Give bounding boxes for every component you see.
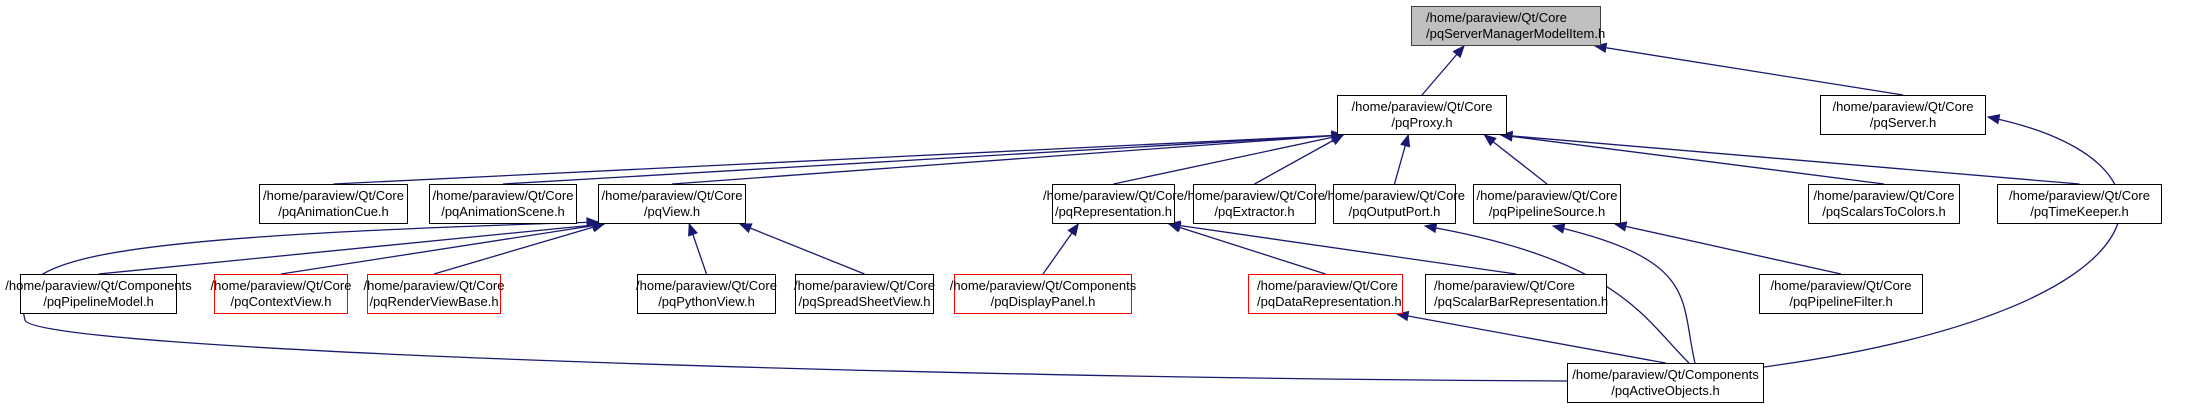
edge-activeobj-to-datarepr xyxy=(1396,313,1666,364)
node-dir: /home/paraview/Qt/Core xyxy=(1426,10,1567,25)
node-file: /pqScalarBarRepresentation.h xyxy=(1434,294,1609,309)
node-pqView[interactable]: /home/paraview/Qt/Core /pqView.h xyxy=(598,184,746,224)
node-file: /pqProxy.h xyxy=(1391,115,1453,130)
edge-sbrepr-to-repr xyxy=(1168,223,1517,275)
node-file: /pqAnimationCue.h xyxy=(278,204,389,219)
node-file: /pqPipelineModel.h xyxy=(43,294,154,309)
arrowhead-icon xyxy=(688,222,698,237)
node-pqActiveObjects[interactable]: /home/paraview/Qt/Components /pqActiveOb… xyxy=(1567,363,1764,403)
node-dir: /home/paraview/Qt/Components xyxy=(949,278,1137,293)
node-pqProxy[interactable]: /home/paraview/Qt/Core /pqProxy.h xyxy=(1337,95,1507,135)
node-file: /pqScalarsToColors.h xyxy=(1822,204,1946,219)
node-file: /pqRenderViewBase.h xyxy=(369,294,499,309)
arrowhead-icon xyxy=(1551,223,1566,234)
node-pqPipelineSource[interactable]: /home/paraview/Qt/Core /pqPipelineSource… xyxy=(1473,184,1621,224)
edge-view-to-proxy xyxy=(671,134,1344,185)
node-dir: /home/paraview/Qt/Core xyxy=(1043,188,1184,203)
node-file: /pqView.h xyxy=(643,204,701,219)
node-pqAnimationScene[interactable]: /home/paraview/Qt/Core /pqAnimationScene… xyxy=(429,184,577,224)
node-file: /pqServerManagerModelItem.h xyxy=(1426,26,1606,41)
arrowhead-icon xyxy=(1423,222,1438,234)
node-file: /pqPipelineFilter.h xyxy=(1789,294,1893,309)
node-dir: /home/paraview/Qt/Core xyxy=(1476,188,1618,203)
edge-s2c-to-proxy xyxy=(1500,134,1885,185)
node-file: /pqExtractor.h xyxy=(1214,204,1295,219)
node-dir: /home/paraview/Qt/Core xyxy=(1257,278,1398,293)
node-file: /pqActiveObjects.h xyxy=(1611,383,1720,398)
node-pqRenderViewBase[interactable]: /home/paraview/Qt/Core /pqRenderViewBase… xyxy=(364,274,504,314)
node-pqPipelineModel[interactable]: /home/paraview/Qt/Components /pqPipeline… xyxy=(5,274,192,314)
edge-ssview-to-view xyxy=(739,223,865,275)
arrowhead-icon xyxy=(1400,133,1411,148)
node-file: /pqRepresentation.h xyxy=(1054,204,1173,219)
node-pqSpreadSheetView[interactable]: /home/paraview/Qt/Core /pqSpreadSheetVie… xyxy=(794,274,935,314)
node-dir: /home/paraview/Qt/Core xyxy=(794,278,935,293)
node-dir: /home/paraview/Qt/Core xyxy=(1770,278,1912,293)
edge-timekeeper-to-proxy xyxy=(1500,134,2080,185)
node-dir: /home/paraview/Qt/Core xyxy=(1184,188,1325,203)
node-pqAnimationCue[interactable]: /home/paraview/Qt/Core /pqAnimationCue.h xyxy=(259,184,408,224)
edge-pipesrc-to-proxy xyxy=(1484,134,1548,185)
edge-rvbase-to-view xyxy=(433,223,605,275)
arrowhead-icon xyxy=(1986,114,2001,125)
arrowhead-icon xyxy=(1483,134,1497,147)
edge-pipefilter-to-pipesrc xyxy=(1614,223,1842,275)
node-pqServerManagerModelItem[interactable]: /home/paraview/Qt/Core /pqServerManagerM… xyxy=(1411,6,1605,46)
node-dir: /home/paraview/Qt/Core xyxy=(1434,278,1575,293)
edge-activeobj-to-server xyxy=(1763,116,2122,368)
node-pqPipelineFilter[interactable]: /home/paraview/Qt/Core /pqPipelineFilter… xyxy=(1759,274,1923,314)
node-dir: /home/paraview/Qt/Core xyxy=(1832,99,1974,114)
edge-activeobj-to-view xyxy=(22,221,1568,382)
node-dir: /home/paraview/Qt/Core xyxy=(1324,188,1465,203)
node-pqPythonView[interactable]: /home/paraview/Qt/Core /pqPythonView.h xyxy=(636,274,777,314)
node-file: /pqPipelineSource.h xyxy=(1488,204,1606,219)
node-dir: /home/paraview/Qt/Core xyxy=(2009,188,2150,203)
node-file: /pqServer.h xyxy=(1869,115,1937,130)
node-pqScalarsToColors[interactable]: /home/paraview/Qt/Core /pqScalarsToColor… xyxy=(1808,184,1960,224)
node-file: /pqDisplayPanel.h xyxy=(990,294,1096,309)
arrowhead-icon xyxy=(1452,44,1465,59)
node-dir: /home/paraview/Qt/Core xyxy=(636,278,777,293)
node-file: /pqOutputPort.h xyxy=(1348,204,1441,219)
node-dir: /home/paraview/Qt/Core xyxy=(1351,99,1493,114)
node-dir: /home/paraview/Qt/Core xyxy=(263,188,404,203)
node-dir: /home/paraview/Qt/Core xyxy=(210,278,352,293)
edge-activeobj-to-outport xyxy=(1424,225,1690,364)
node-dir: /home/paraview/Qt/Core xyxy=(363,278,505,293)
node-dir: /home/paraview/Qt/Core xyxy=(1813,188,1955,203)
node-pqOutputPort[interactable]: /home/paraview/Qt/Core /pqOutputPort.h xyxy=(1324,184,1465,224)
node-file: /pqContextView.h xyxy=(230,294,332,309)
edge-ctxview-to-view xyxy=(280,223,605,275)
node-pqExtractor[interactable]: /home/paraview/Qt/Core /pqExtractor.h xyxy=(1184,184,1325,224)
edge-animcue-to-proxy xyxy=(333,134,1344,185)
edge-animscene-to-proxy xyxy=(502,134,1344,185)
node-dir: /home/paraview/Qt/Components xyxy=(1572,367,1759,382)
arrowhead-icon xyxy=(1330,134,1345,146)
node-file: /pqDataRepresentation.h xyxy=(1257,294,1402,309)
edge-activeobj-to-pipesrc xyxy=(1552,225,1696,364)
node-file: /pqTimeKeeper.h xyxy=(2030,204,2129,219)
node-pqTimeKeeper[interactable]: /home/paraview/Qt/Core /pqTimeKeeper.h xyxy=(1997,184,2162,224)
node-pqRepresentation[interactable]: /home/paraview/Qt/Core /pqRepresentation… xyxy=(1043,184,1184,224)
edge-server-to-smmi xyxy=(1594,45,1904,96)
arrowhead-icon xyxy=(738,223,753,234)
node-file: /pqAnimationScene.h xyxy=(441,204,565,219)
arrowhead-icon xyxy=(1067,222,1080,237)
node-dir: /home/paraview/Qt/Components xyxy=(5,278,192,293)
node-dir: /home/paraview/Qt/Core xyxy=(601,188,743,203)
edge-datarepr-to-repr xyxy=(1168,223,1326,275)
edge-repr-to-proxy xyxy=(1113,134,1344,185)
node-pqDisplayPanel[interactable]: /home/paraview/Qt/Components /pqDisplayP… xyxy=(950,274,1136,314)
node-file: /pqPythonView.h xyxy=(658,294,755,309)
edge-pipemodel-to-view xyxy=(98,223,605,275)
edge-extractor-to-proxy xyxy=(1254,134,1344,185)
arrowhead-icon xyxy=(586,217,600,228)
node-pqDataRepresentation[interactable]: /home/paraview/Qt/Core /pqDataRepresenta… xyxy=(1248,274,1403,314)
node-file: /pqSpreadSheetView.h xyxy=(798,294,931,309)
node-pqScalarBarRepresentation[interactable]: /home/paraview/Qt/Core /pqScalarBarRepre… xyxy=(1425,274,1609,314)
node-pqServer[interactable]: /home/paraview/Qt/Core /pqServer.h xyxy=(1820,95,1986,135)
node-dir: /home/paraview/Qt/Core xyxy=(432,188,574,203)
node-pqContextView[interactable]: /home/paraview/Qt/Core /pqContextView.h xyxy=(211,274,351,314)
